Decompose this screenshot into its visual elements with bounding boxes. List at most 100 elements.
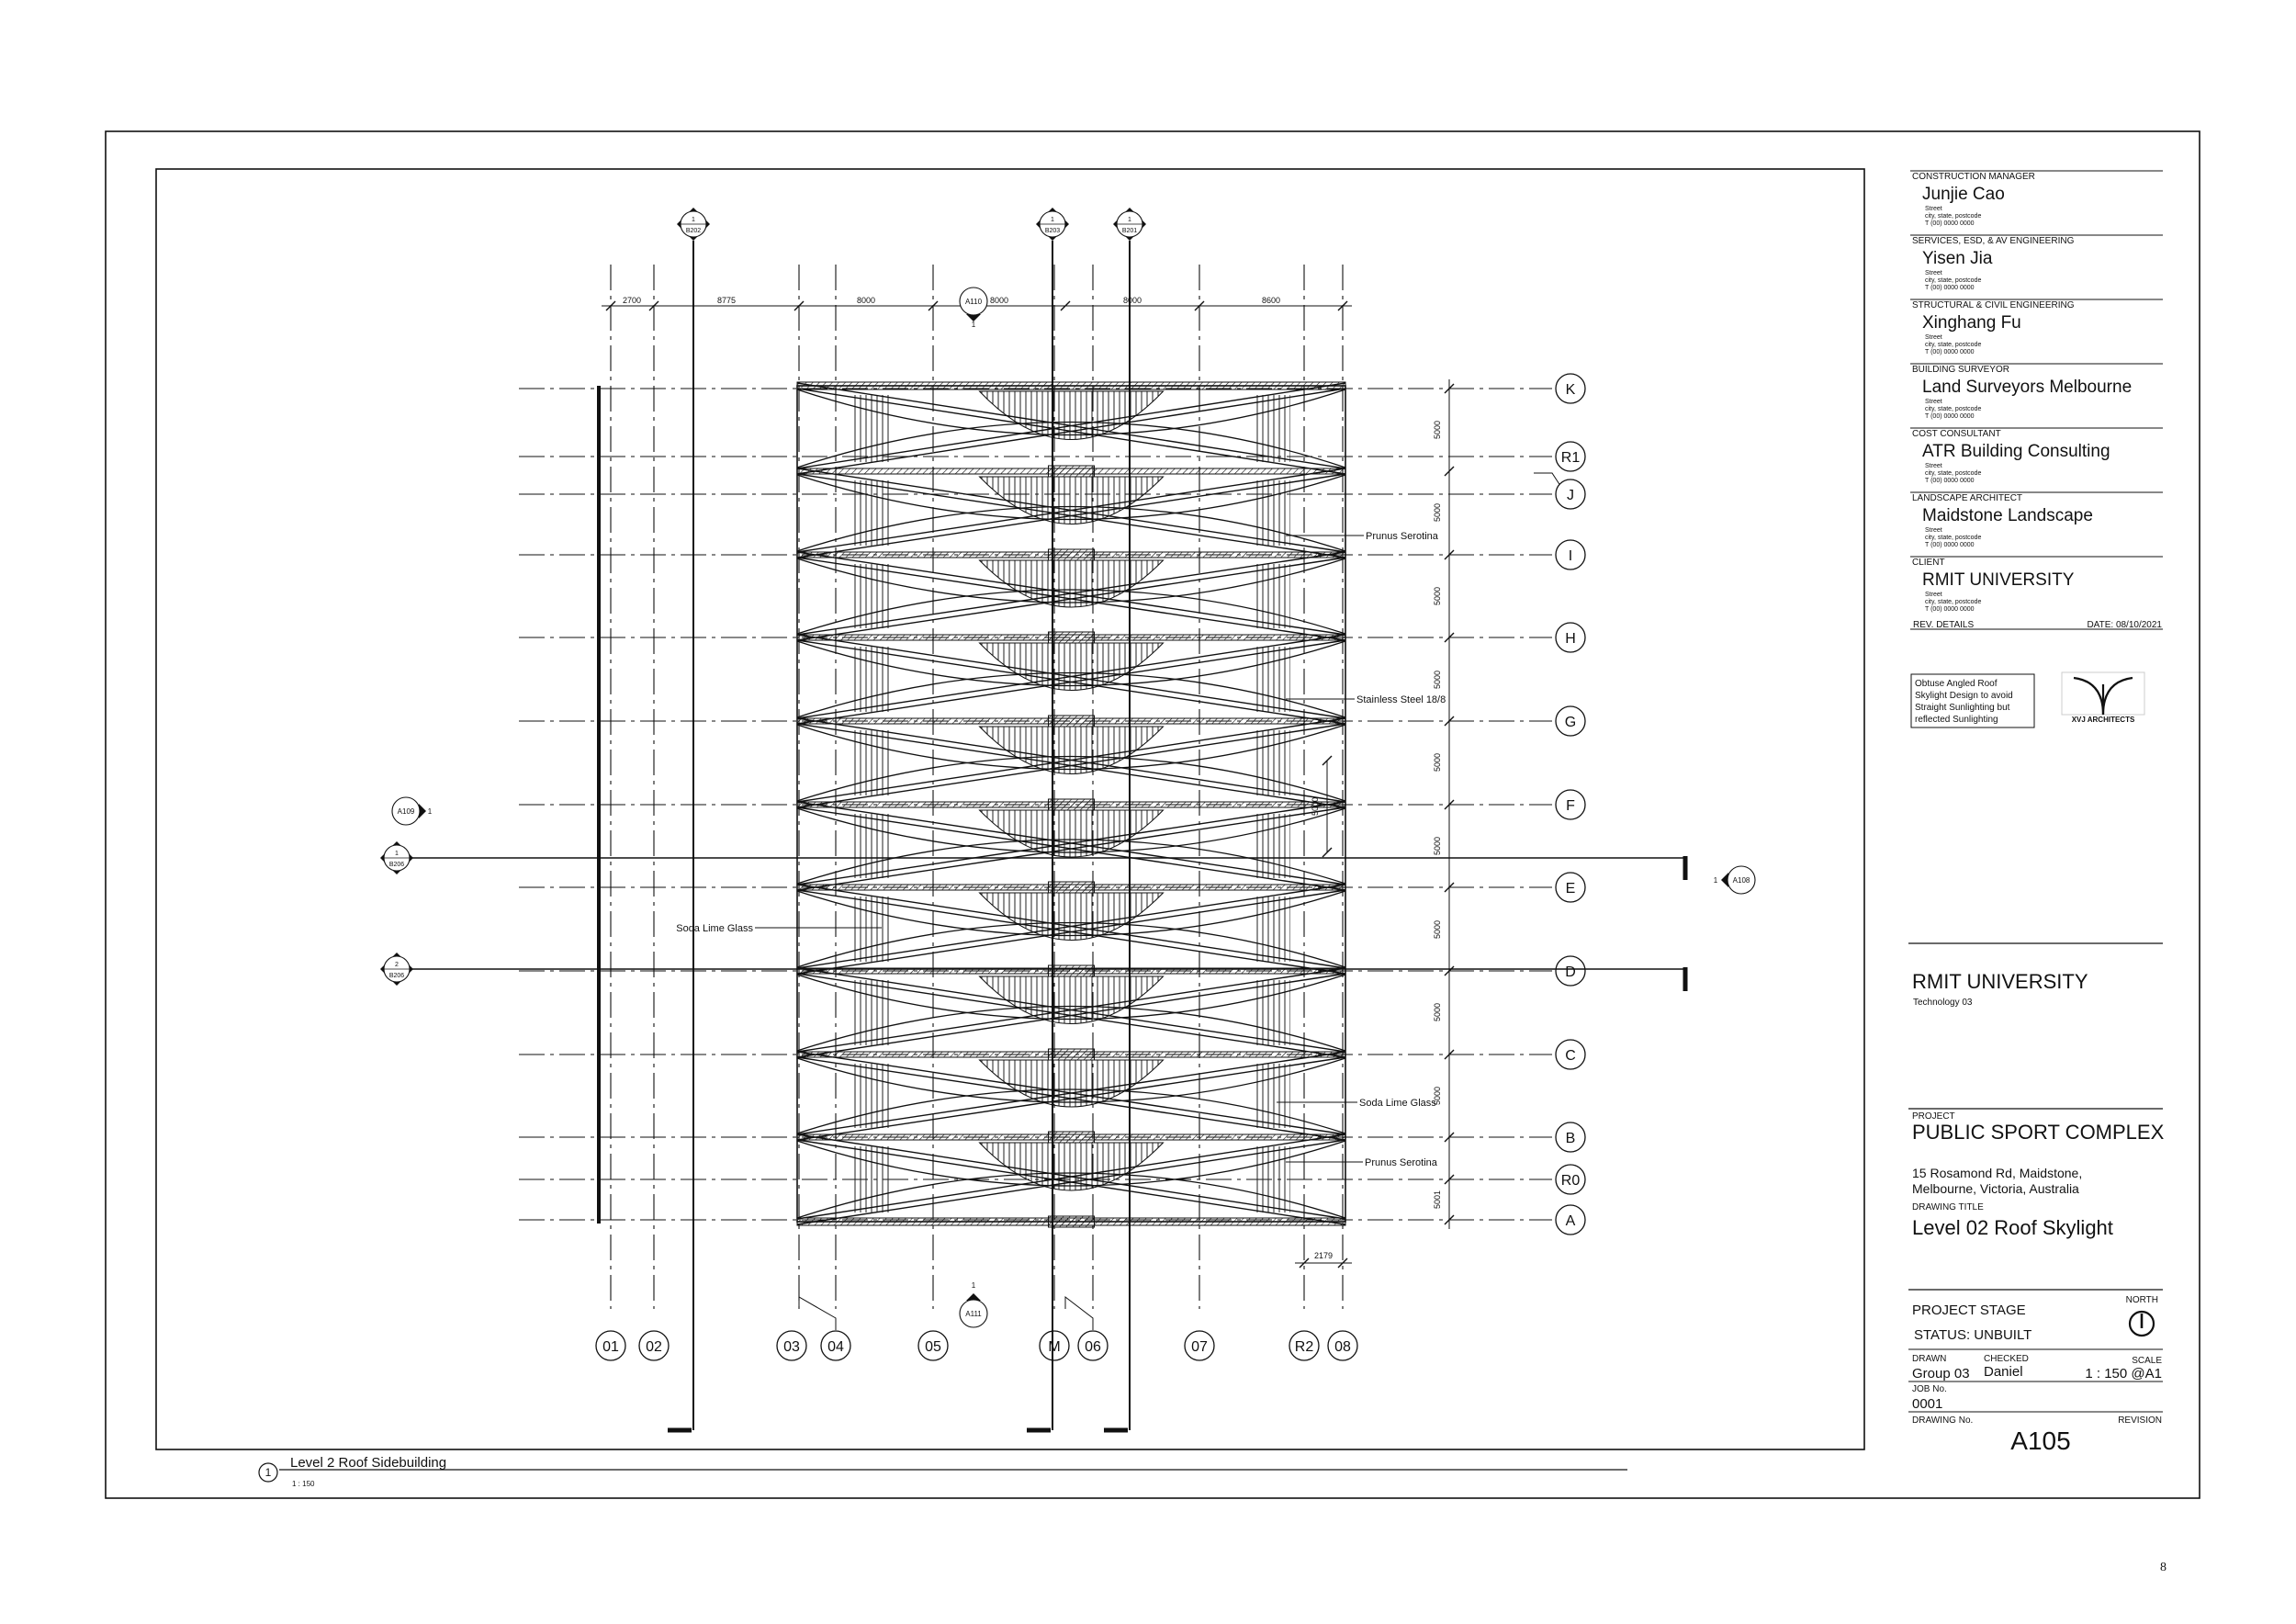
callout-ref: A109 (398, 807, 415, 816)
louvre-fins (1254, 1146, 1290, 1212)
consultant-role: LANDSCAPE ARCHITECT (1912, 493, 2022, 503)
drawing-frame (155, 168, 1865, 1450)
dimension-tick (1444, 1174, 1455, 1185)
louvre-fins (1254, 730, 1290, 795)
grid-bubble-label: 05 (925, 1339, 941, 1355)
louvre-fins (852, 647, 889, 712)
callout-bubble (959, 287, 988, 316)
grid-bubble-label: M (1048, 1339, 1060, 1355)
consultant-phone: T (00) 0000 0000 (1925, 478, 1975, 484)
consultant-name: Yisen Jia (1922, 249, 1993, 268)
skylight-bay (796, 551, 1346, 644)
curved-member (796, 421, 1346, 468)
diagonal-member (796, 1051, 1346, 1135)
grid-bubble-circle (1555, 1204, 1586, 1235)
grid-bubble-circle (1555, 705, 1586, 737)
consultant-name: Xinghang Fu (1922, 313, 2021, 333)
dimension-tick (605, 300, 616, 311)
checked-value: Daniel (1984, 1364, 2023, 1380)
revision-no-label: REVISION (2118, 1415, 2162, 1426)
roof-structure (597, 381, 1346, 1228)
consultant-phone: T (00) 0000 0000 (1925, 606, 1975, 613)
diagonal-member (796, 388, 1346, 475)
rafter-beam (796, 551, 1346, 558)
annotation-stainless-steel: Stainless Steel 18/8 (1356, 694, 1446, 705)
curved-member (796, 671, 1346, 718)
dimension-tick (1444, 799, 1455, 810)
project-address-1: 15 Rosamond Rd, Maidstone, (1912, 1166, 2082, 1180)
grid-leader (798, 1296, 837, 1330)
callout-number: 1 (428, 807, 433, 816)
diagonal-member (796, 884, 1346, 969)
grid-bubble-label: H (1565, 631, 1576, 647)
grid-bubble-d: D (1555, 955, 1586, 987)
consultant-role: CONSTRUCTION MANAGER (1912, 172, 2035, 182)
grid-bubble-label: B (1566, 1131, 1576, 1146)
grid-bubble-circle (1289, 1330, 1320, 1361)
grid-bubble-k: K (1555, 373, 1586, 404)
dimension-label: 5000 (1433, 1003, 1442, 1021)
callout-pointer-icon (966, 314, 981, 321)
louvre-fins (1254, 814, 1290, 878)
curved-member (796, 640, 1346, 687)
consultant-phone: T (00) 0000 0000 (1925, 413, 1975, 420)
grid-bubble-label: A (1566, 1213, 1576, 1229)
curved-member (796, 558, 1346, 603)
dimension-label: 5000 (1433, 920, 1442, 939)
view-title: 1 Level 2 Roof Sidebuilding 1 : 150 (258, 1455, 1627, 1488)
grid-bubble-04: 04 (798, 1296, 851, 1361)
diagonal-member (796, 639, 1346, 725)
dimension-tick (1444, 549, 1455, 560)
curved-member (796, 724, 1346, 771)
callout-ref: A111 (965, 1310, 982, 1318)
north-label: NORTH (2126, 1295, 2158, 1305)
dimension-tick (1444, 383, 1455, 394)
consultant-phone: T (00) 0000 0000 (1925, 349, 1975, 355)
dimension-tick (1337, 1257, 1348, 1269)
louvre-fins (1254, 395, 1290, 462)
grid-bubble-r2: R2 (1289, 1330, 1320, 1361)
job-value: 0001 (1912, 1396, 1942, 1412)
grid-bubble-label: 06 (1085, 1339, 1101, 1355)
skylight-bay (796, 1133, 1346, 1228)
dimension-tick (1444, 1132, 1455, 1143)
page-number: 8 (2160, 1561, 2167, 1574)
grid-bubble-circle (1555, 1164, 1586, 1195)
outer-border (105, 130, 2200, 1499)
louvre-fins (978, 1059, 1165, 1108)
grid-bubble-06: 06 (1064, 1295, 1109, 1361)
grid-bubble-e: E (1555, 872, 1586, 903)
annotation-prunus-serotina: Prunus Serotina (1366, 531, 1439, 542)
louvre-fins (978, 476, 1165, 524)
louvre-fins (852, 897, 889, 962)
louvre-fins (978, 726, 1165, 774)
callout-number: 1 (972, 1281, 976, 1290)
callout-number: 1 (972, 321, 976, 329)
scale-value: 1 : 150 @A1 (2085, 1366, 2162, 1382)
grid-bubble-circle (595, 1330, 626, 1361)
grid-bubble-i: I (1555, 539, 1586, 570)
grid-bubble-label: R1 (1561, 450, 1581, 466)
grid-bubble-label: G (1565, 715, 1576, 730)
dimension-label: 2700 (623, 296, 641, 305)
grid-bubble-circle (1555, 955, 1586, 987)
diagonal-member (796, 889, 1346, 975)
dimension-tick (1444, 1214, 1455, 1225)
project-name: PUBLIC SPORT COMPLEX (1912, 1121, 2165, 1144)
grid-bubble-circle (1327, 1330, 1358, 1361)
dimension-tick (1444, 882, 1455, 893)
grid-bubble-label: 03 (783, 1339, 800, 1355)
xvj-logo: XVJ ARCHITECTS (2061, 671, 2145, 724)
section-number: 1 (1128, 217, 1131, 223)
louvre-fins (1254, 647, 1290, 712)
curved-member (796, 1172, 1346, 1219)
dimension-label: 2179 (1314, 1251, 1333, 1260)
dimension-label: 5001 (1433, 1190, 1442, 1209)
dimension-tick (1299, 1257, 1310, 1269)
rafter-beam (796, 717, 1346, 725)
